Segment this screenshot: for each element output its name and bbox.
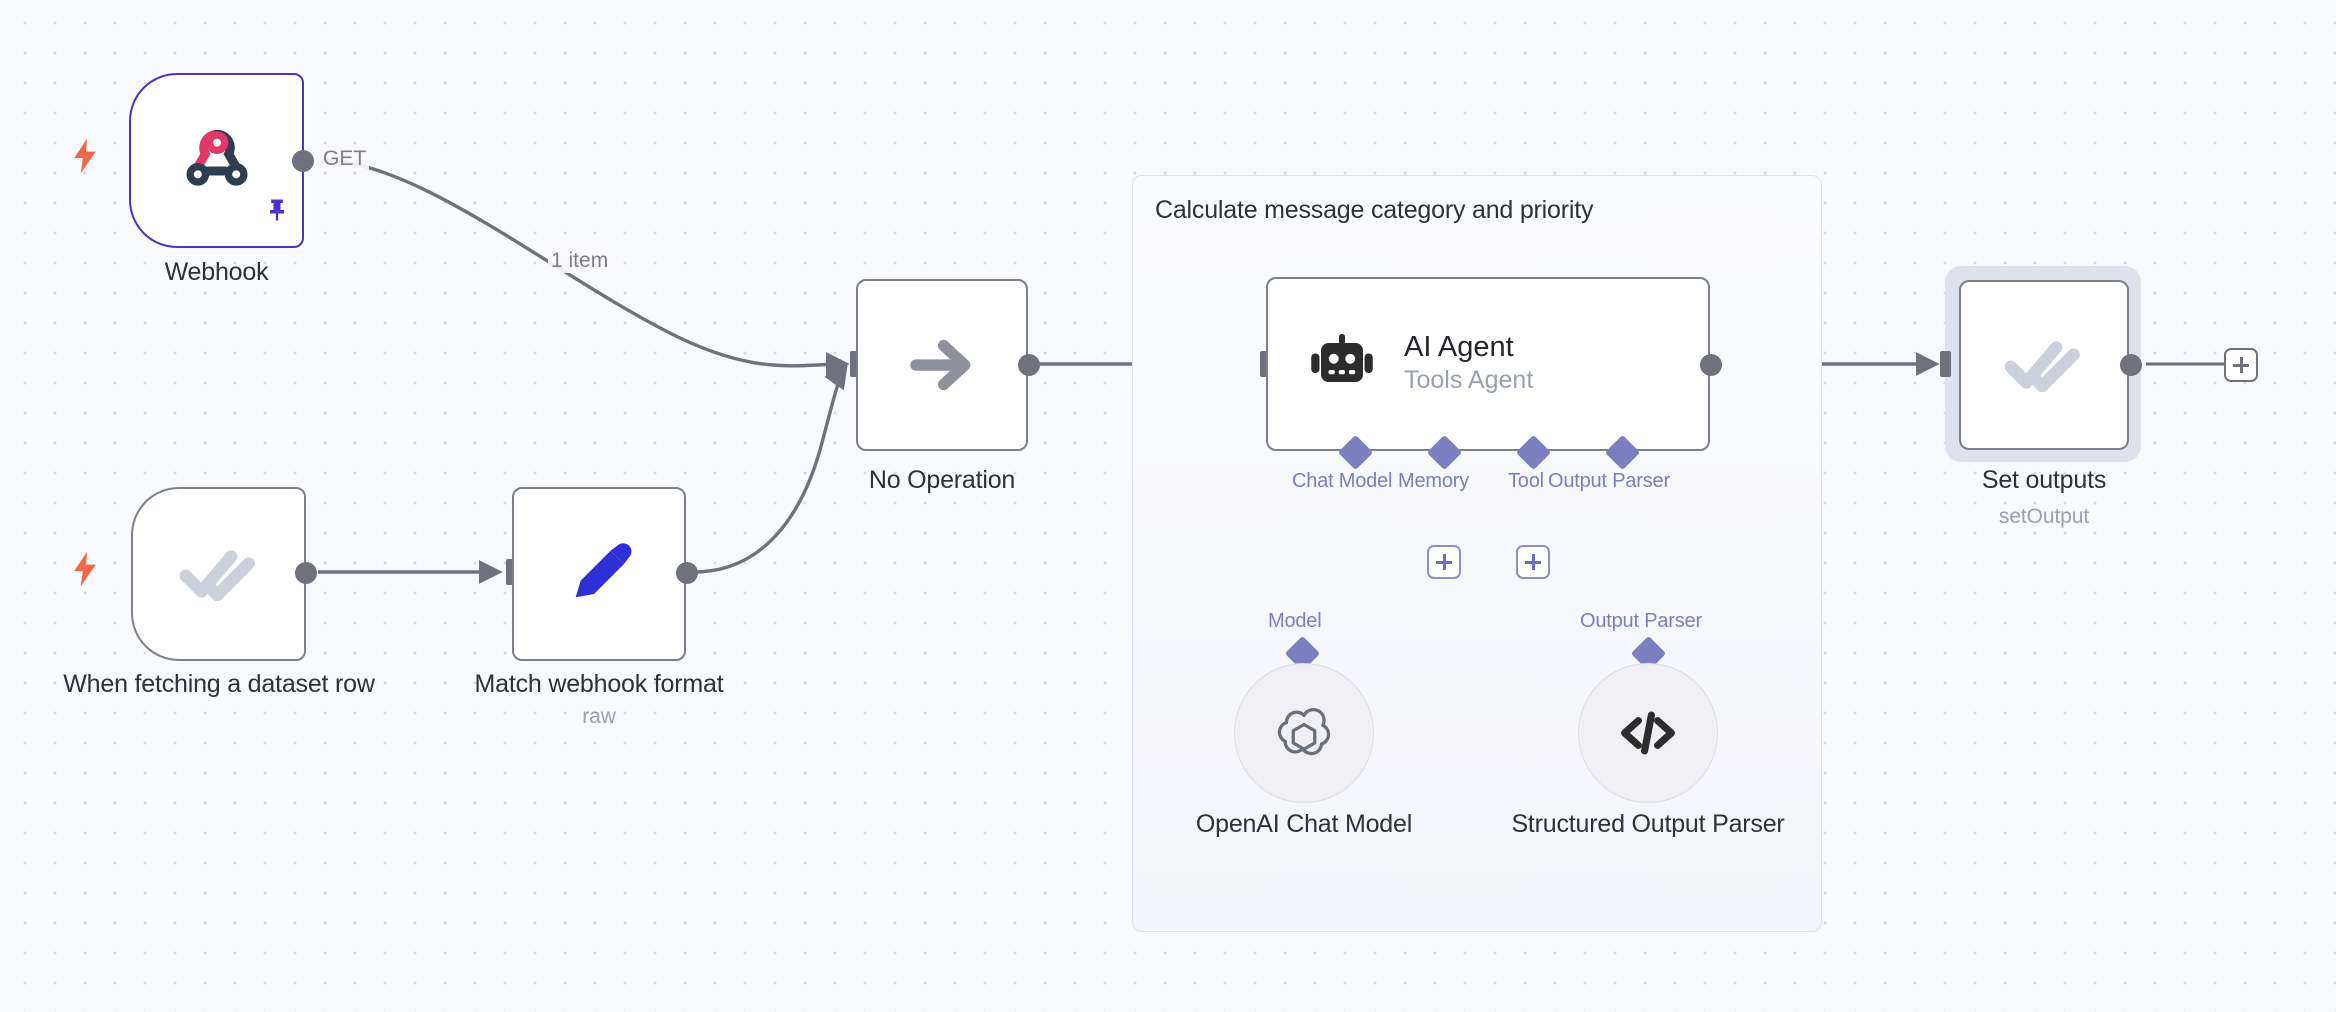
edge-source-label-get: GET — [320, 147, 370, 171]
node-when-fetching-a-dataset-row[interactable] — [131, 487, 306, 661]
node-label-no-operation: No Operation — [868, 466, 1016, 494]
arrow-right-icon — [910, 339, 971, 391]
input-port-set-outputs[interactable] — [1940, 351, 1951, 377]
node-label-set-outputs: Set outputs — [1981, 466, 2107, 494]
robot-icon — [1311, 334, 1373, 382]
output-port-no-operation[interactable] — [1018, 354, 1040, 376]
subnode-label-structured-output-parser: Structured Output Parser — [1511, 810, 1785, 838]
node-label-webhook: Webhook — [164, 258, 269, 286]
node-match-webhook-format[interactable] — [512, 487, 686, 661]
node-title-ai-agent: AI Agent — [1404, 331, 1514, 364]
add-tool-button[interactable] — [1516, 545, 1550, 579]
port-label-tool: Tool — [1508, 470, 1544, 492]
subnode-connection-label-output-parser: Output Parser — [1580, 610, 1702, 632]
subnode-openai-chat-model[interactable] — [1234, 663, 1374, 803]
webhook-icon — [186, 129, 247, 186]
subnode-structured-output-parser[interactable] — [1578, 663, 1718, 803]
trigger-bolt-icon-webhook — [72, 138, 98, 174]
port-label-chat-model: Chat Model — [1292, 470, 1393, 492]
port-label-output-parser: Output Parser — [1548, 470, 1670, 492]
node-label-match-webhook-format: Match webhook format — [474, 670, 724, 698]
node-set-outputs[interactable] — [1959, 280, 2129, 450]
pencil-icon — [575, 543, 632, 598]
node-sublabel-set-outputs: setOutput — [1998, 505, 2090, 528]
node-no-operation[interactable] — [856, 279, 1028, 451]
input-port-match-webhook-format[interactable] — [506, 559, 517, 585]
group-title: Calculate message category and priority — [1155, 196, 1594, 224]
node-webhook[interactable] — [129, 73, 304, 248]
subnode-label-openai-chat-model: OpenAI Chat Model — [1195, 810, 1413, 838]
openai-icon — [1277, 708, 1331, 756]
output-port-set-outputs[interactable] — [2120, 354, 2142, 376]
double-check-icon — [179, 550, 255, 602]
node-sublabel-match-webhook-format: raw — [582, 705, 616, 728]
output-port-match-webhook-format[interactable] — [676, 562, 698, 584]
pin-icon-webhook[interactable] — [263, 195, 291, 225]
double-check-icon — [2004, 341, 2080, 393]
output-port-webhook[interactable] — [292, 150, 314, 172]
edge-label-1-item: 1 item — [548, 249, 612, 273]
input-port-ai-agent[interactable] — [1260, 351, 1271, 377]
trigger-bolt-icon-dataset — [72, 551, 98, 587]
node-label-when-fetching-a-dataset-row: When fetching a dataset row — [63, 670, 375, 698]
subnode-connection-label-model: Model — [1268, 610, 1322, 632]
add-node-button[interactable] — [2224, 348, 2258, 382]
input-port-no-operation[interactable] — [850, 351, 861, 377]
port-label-memory: Memory — [1398, 470, 1470, 492]
add-memory-button[interactable] — [1427, 545, 1461, 579]
node-ai-agent[interactable]: AI Agent Tools Agent — [1266, 277, 1710, 451]
code-brackets-icon — [1621, 711, 1675, 755]
node-subtitle-ai-agent: Tools Agent — [1404, 366, 1534, 395]
output-port-when-fetching-a-dataset-row[interactable] — [295, 562, 317, 584]
output-port-ai-agent[interactable] — [1700, 354, 1722, 376]
